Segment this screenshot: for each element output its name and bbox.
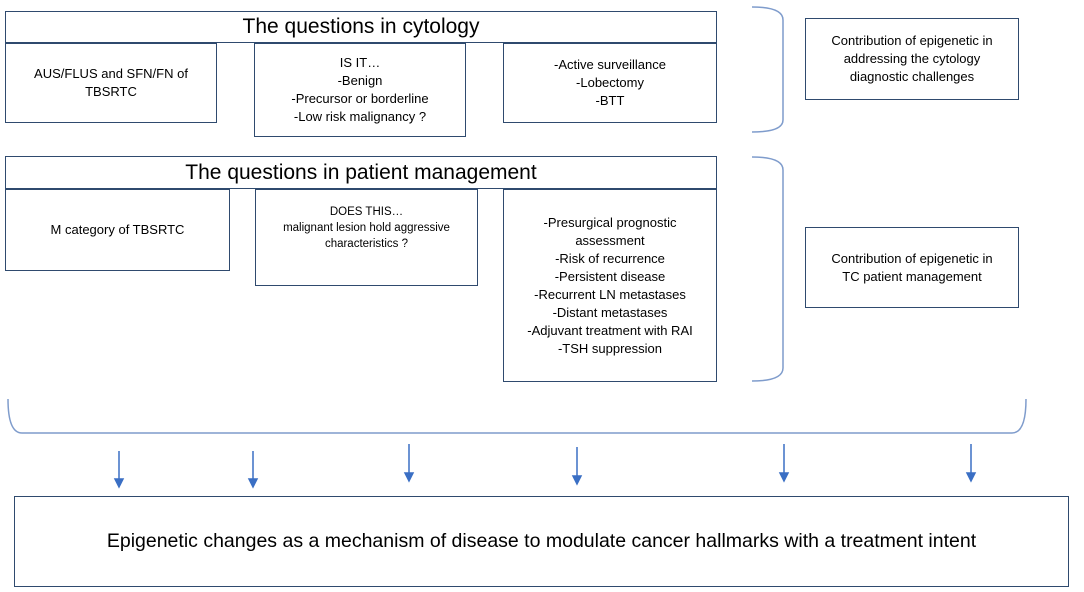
cytology-contribution-box: Contribution of epigenetic in addressing… [805, 18, 1019, 100]
cytology-option-line: -BTT [595, 93, 625, 108]
cytology-bracket [751, 6, 784, 133]
cytology-options-list: -Active surveillance -Lobectomy -BTT [554, 56, 666, 110]
management-question-line: characteristics ? [324, 238, 409, 250]
cytology-option-line: -Active surveillance [554, 57, 666, 72]
management-outcome-line: -Presurgical prognostic [543, 214, 677, 230]
cytology-question-line: -Low risk malignancy ? [293, 109, 427, 124]
management-box-questions: DOES THIS… malignant lesion hold aggress… [255, 189, 478, 286]
arrow-down-icon [778, 444, 790, 483]
cytology-questions-list: IS IT… -Benign -Precursor or borderline … [291, 54, 428, 126]
conclusion-text: Epigenetic changes as a mechanism of dis… [106, 530, 977, 552]
arrow-down-icon [113, 451, 125, 489]
management-contribution-text: Contribution of epigenetic in TC patient… [831, 250, 993, 284]
management-box-category: M category of TBSRTC [5, 189, 230, 271]
cytology-option-line: -Lobectomy [576, 75, 644, 90]
arrow-down-icon [571, 447, 583, 486]
management-box-outcomes: -Presurgical prognostic assessment -Risk… [503, 189, 717, 382]
conclusion-box: Epigenetic changes as a mechanism of dis… [14, 496, 1069, 587]
management-outcome-line: -Adjuvant treatment with RAI [527, 322, 693, 338]
management-outcome-line: -Recurrent LN metastases [534, 286, 686, 302]
arrow-down-icon [403, 444, 415, 483]
bottom-bracket [7, 398, 1027, 434]
management-questions-list: DOES THIS… malignant lesion hold aggress… [283, 204, 450, 252]
cytology-question-line: -Benign [337, 73, 383, 88]
management-outcome-line: -Risk of recurrence [555, 250, 665, 266]
management-question-line: malignant lesion hold aggressive [283, 222, 450, 234]
cytology-question-line: IS IT… [339, 55, 381, 70]
management-bracket [751, 156, 784, 382]
management-outcomes-list: -Presurgical prognostic assessment -Risk… [527, 214, 692, 358]
management-title: The questions in patient management [5, 156, 717, 189]
arrow-down-icon [247, 451, 259, 489]
down-arrows [113, 444, 977, 489]
cytology-contribution-text: Contribution of epigenetic in addressing… [831, 33, 993, 84]
management-outcome-line: -Distant metastases [552, 304, 668, 320]
management-contribution-box: Contribution of epigenetic in TC patient… [805, 227, 1019, 308]
management-outcome-line: -Persistent disease [554, 268, 666, 284]
cytology-question-line: -Precursor or borderline [291, 91, 429, 106]
management-question-line: DOES THIS… [329, 206, 404, 218]
cytology-box-options: -Active surveillance -Lobectomy -BTT [503, 43, 717, 123]
management-outcome-line: -TSH suppression [557, 340, 663, 356]
arrow-down-icon [965, 444, 977, 483]
cytology-box-categories: AUS/FLUS and SFN/FN of TBSRTC [5, 43, 217, 123]
cytology-title: The questions in cytology [5, 11, 717, 43]
management-outcome-line: assessment [575, 232, 645, 248]
cytology-box-questions: IS IT… -Benign -Precursor or borderline … [254, 43, 466, 137]
